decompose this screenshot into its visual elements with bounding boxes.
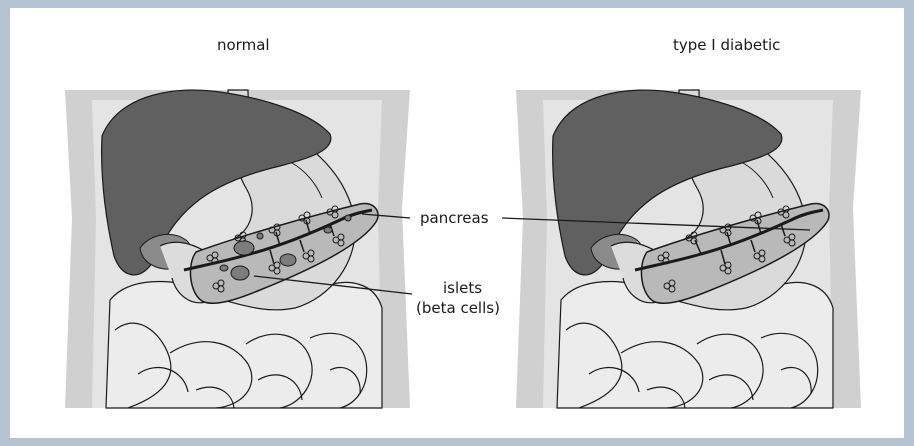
normal-anatomy bbox=[65, 90, 410, 408]
panel-title-normal: normal bbox=[217, 36, 270, 54]
diabetic-anatomy bbox=[516, 90, 861, 408]
panel-title-diabetic: type I diabetic bbox=[673, 36, 780, 54]
figure-panel: normal type I diabetic pancreas islets (… bbox=[10, 8, 904, 438]
pancreas-label: pancreas bbox=[420, 209, 489, 227]
islets-label: islets bbox=[443, 279, 482, 297]
beta-cells-label: (beta cells) bbox=[416, 299, 500, 317]
